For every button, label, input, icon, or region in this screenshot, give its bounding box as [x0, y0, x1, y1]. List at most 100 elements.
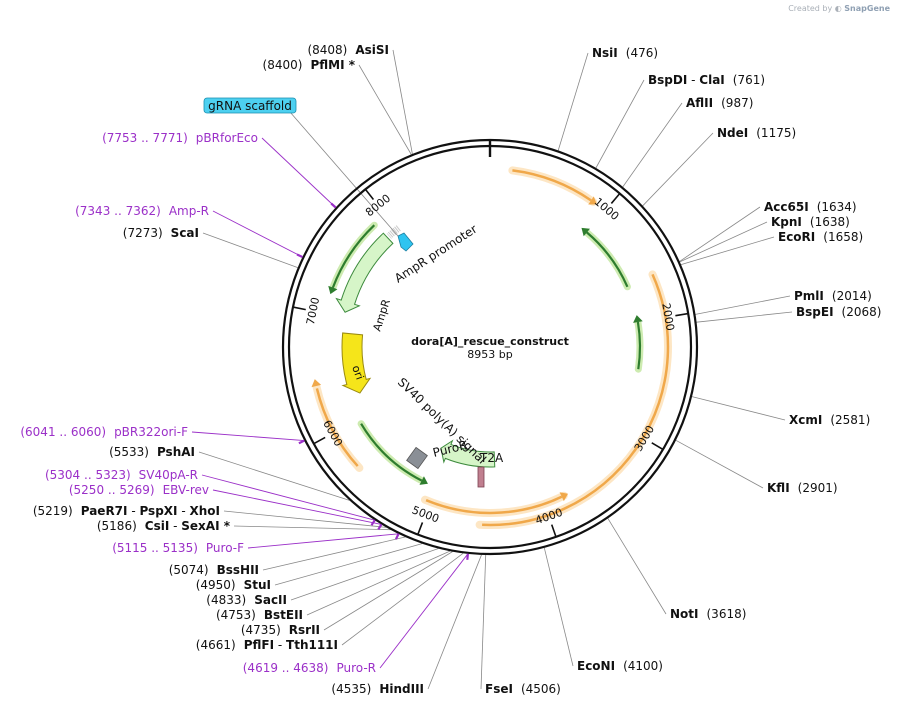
site-position: (4100)	[623, 659, 663, 673]
site-name: AsiSI	[355, 43, 389, 57]
site-name: NdeI	[717, 126, 748, 140]
site-name: PflFI	[244, 638, 274, 652]
primer-leader-ampr	[212, 210, 303, 258]
site-name: RsrII	[289, 623, 320, 637]
site-leader-aflii	[622, 102, 683, 188]
primer-name: pBRforEco	[196, 131, 258, 145]
site-label-bspei: BspEI(2068)	[796, 305, 881, 319]
snapgene-credit: Created by ◐ SnapGene	[788, 4, 890, 13]
primer-label-puror: (4619 .. 4638)Puro-R	[243, 661, 376, 675]
site-name: SacII	[254, 593, 287, 607]
site-name: HindIII	[379, 682, 424, 696]
site-name: Tth111I	[286, 638, 338, 652]
primer-leader-purof	[247, 533, 399, 549]
primer-label-pbrforeco: (7753 .. 7771)pBRforEco	[102, 131, 258, 145]
orf-features	[311, 166, 672, 530]
site-position: (987)	[721, 96, 753, 110]
orf-arc-right	[421, 270, 672, 530]
site-leader-hindiii	[427, 554, 482, 690]
ampr-label: AmpR	[370, 297, 393, 333]
site-name: PflMI *	[310, 58, 355, 72]
tick-mark-8000	[364, 188, 375, 200]
tick-mark-1000	[610, 192, 621, 204]
credit-prefix: Created by	[788, 4, 833, 13]
site-label-rsrii: (4735)RsrII	[241, 623, 320, 637]
site-label-bsteii: (4753)BstEII	[216, 608, 303, 622]
site-name: PspXI	[139, 504, 177, 518]
site-name: SexAI *	[181, 519, 230, 533]
ampr-feature-arrow	[335, 225, 401, 313]
site-leader-pshai	[198, 451, 350, 501]
site-label-pflfi: (4661) PflFI - Tth111I	[196, 638, 338, 652]
site-label-ecori: EcoRI(1658)	[778, 230, 863, 244]
site-name: BssHII	[217, 563, 259, 577]
site-label-xcmi: XcmI(2581)	[789, 413, 870, 427]
site-position: (5186)	[97, 519, 137, 533]
site-name: NotI	[670, 607, 699, 621]
site-leader-rsrii	[323, 551, 453, 631]
site-name: EcoNI	[577, 659, 615, 673]
site-leader-paer7i	[223, 510, 387, 528]
site-leader-asisi	[392, 49, 413, 155]
site-label-bsshii: (5074)BssHII	[169, 563, 259, 577]
site-name: PaeR7I	[81, 504, 128, 518]
site-position: (1175)	[756, 126, 796, 140]
primer-name: Puro-R	[336, 661, 376, 675]
site-position: (4753)	[216, 608, 256, 622]
site-position: (4661)	[196, 638, 236, 652]
primer-name: Puro-F	[206, 541, 244, 555]
site-position: (476)	[626, 46, 658, 60]
primer-range: (5115 .. 5135)	[112, 541, 198, 555]
primer-leader-puror	[379, 553, 469, 669]
site-label-kpni: KpnI(1638)	[771, 215, 850, 229]
site-label-sacii: (4833) SacII	[206, 593, 287, 607]
site-leader-xcmi	[691, 396, 786, 421]
site-leader-kpni	[679, 221, 768, 263]
tick-mark-4000	[550, 524, 557, 538]
primer-leader-sv40par	[201, 474, 375, 521]
tick-mark-3000	[651, 442, 664, 451]
site-leader-bspei	[696, 311, 793, 323]
site-leader-pmli	[695, 295, 791, 315]
site-position: (4833)	[206, 593, 246, 607]
site-label-pmli: PmlI(2014)	[794, 289, 872, 303]
site-leader-bsteii	[306, 550, 451, 616]
tick-label-3000: 3000	[632, 423, 657, 454]
site-position: -	[169, 519, 181, 533]
site-leader-bsshii	[262, 536, 406, 571]
primer-leader-ebvrev	[212, 489, 382, 525]
site-label-pshai: (5533) PshAI	[109, 445, 195, 459]
primer-label-purof: (5115 .. 5135) Puro-F	[112, 541, 244, 555]
site-label-scai: (7273)ScaI	[123, 226, 199, 240]
site-position: (5533)	[109, 445, 149, 459]
site-labels: NsiI(476)BspDI - ClaI(761)AflII(987)NdeI…	[20, 43, 881, 696]
site-position: (4535)	[331, 682, 371, 696]
site-leader-fsei	[480, 554, 487, 690]
primer-leader-pbrforeco	[261, 137, 337, 208]
site-name: AflII	[686, 96, 713, 110]
primer-label-ebvrev: (5250 .. 5269)EBV-rev	[69, 483, 209, 497]
primer-mark-ebvrev	[377, 523, 383, 531]
site-name: FseI	[485, 682, 513, 696]
site-leader-noti	[607, 518, 667, 615]
site-position: -	[274, 638, 286, 652]
site-name: PshAI	[157, 445, 195, 459]
orf-arc-left	[311, 379, 364, 472]
t2a-label: T2A	[479, 451, 504, 465]
primer-range: (5304 .. 5323)	[45, 468, 131, 482]
site-label-csii: (5186)CsiI - SexAI *	[97, 519, 231, 533]
site-name: StuI	[244, 578, 271, 592]
tick-label-7000: 7000	[304, 296, 322, 326]
primer-label-pbr322orif: (6041 .. 6060)pBR322ori-F	[20, 425, 188, 439]
site-name: XhoI	[189, 504, 220, 518]
site-position: -	[128, 504, 140, 518]
site-leader-bspdi	[595, 79, 645, 169]
site-leader-kfli	[675, 439, 764, 489]
primer-mark-ampr	[296, 253, 303, 259]
site-position: (2581)	[830, 413, 870, 427]
tick-mark-6000	[313, 436, 326, 445]
site-position: (4950)	[196, 578, 236, 592]
site-leader-csii	[233, 525, 391, 531]
site-position: (2901)	[798, 481, 838, 495]
site-leader-stui	[274, 543, 423, 586]
